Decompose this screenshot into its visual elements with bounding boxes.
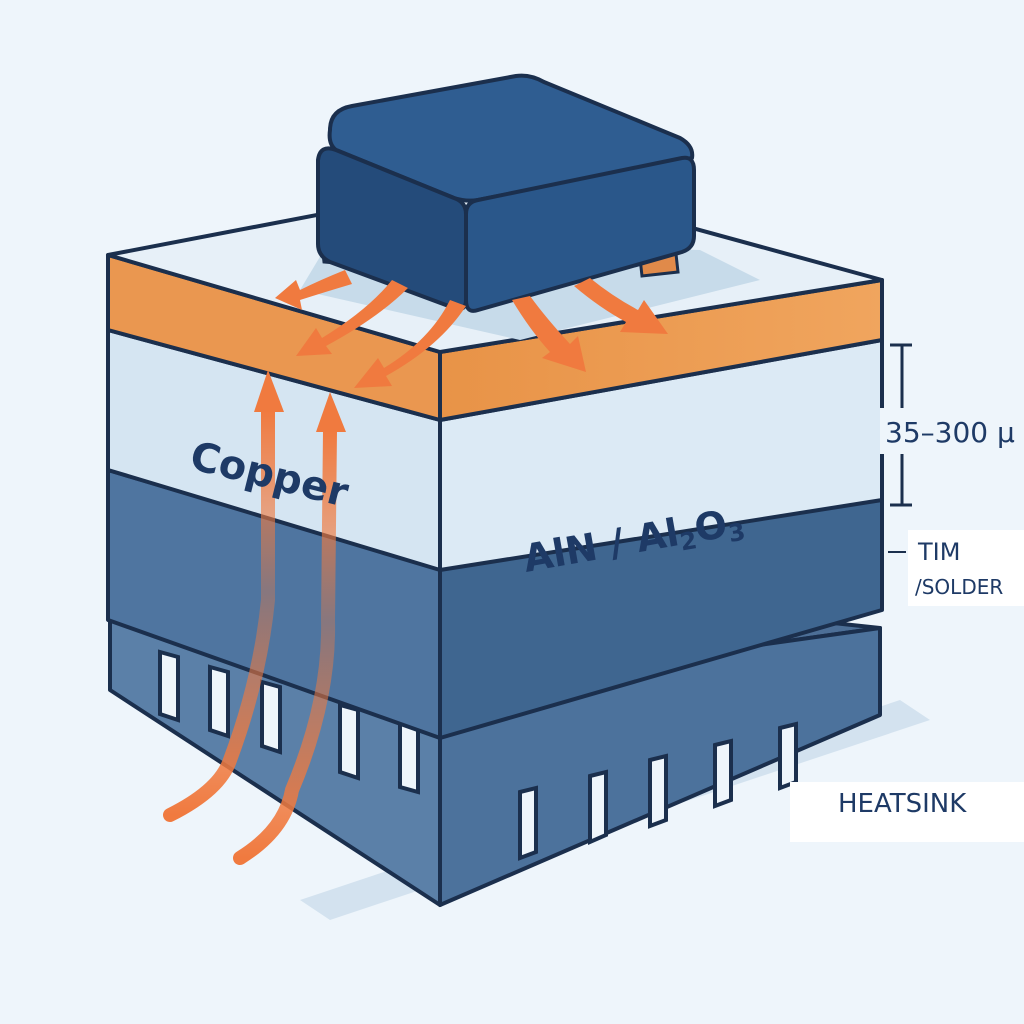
tim-label: TIM: [917, 538, 960, 566]
heat-arrowheads-rising: [254, 370, 346, 432]
heat-arrows-rising: [163, 403, 337, 865]
heatsink-fins-left: [158, 649, 420, 795]
heatsink-label-bg: [790, 782, 1024, 842]
dimension-label: 35–300 μ: [885, 416, 1015, 449]
dimension-label-bg: [880, 408, 1024, 454]
chip: [316, 73, 696, 313]
ceramic-label-sub2: 2: [678, 526, 699, 556]
solder-label: /SOLDER: [915, 575, 1003, 599]
tim-label-bg: [908, 530, 1024, 606]
ceramic-label-mid: O: [691, 502, 730, 551]
heat-arrows-spread: [275, 270, 668, 388]
ceramic-label-sub3: 3: [726, 518, 747, 548]
heatsink-label: HEATSINK: [838, 789, 967, 819]
chip-right-face: [464, 155, 696, 313]
heatsink-fins-right: [518, 721, 798, 861]
